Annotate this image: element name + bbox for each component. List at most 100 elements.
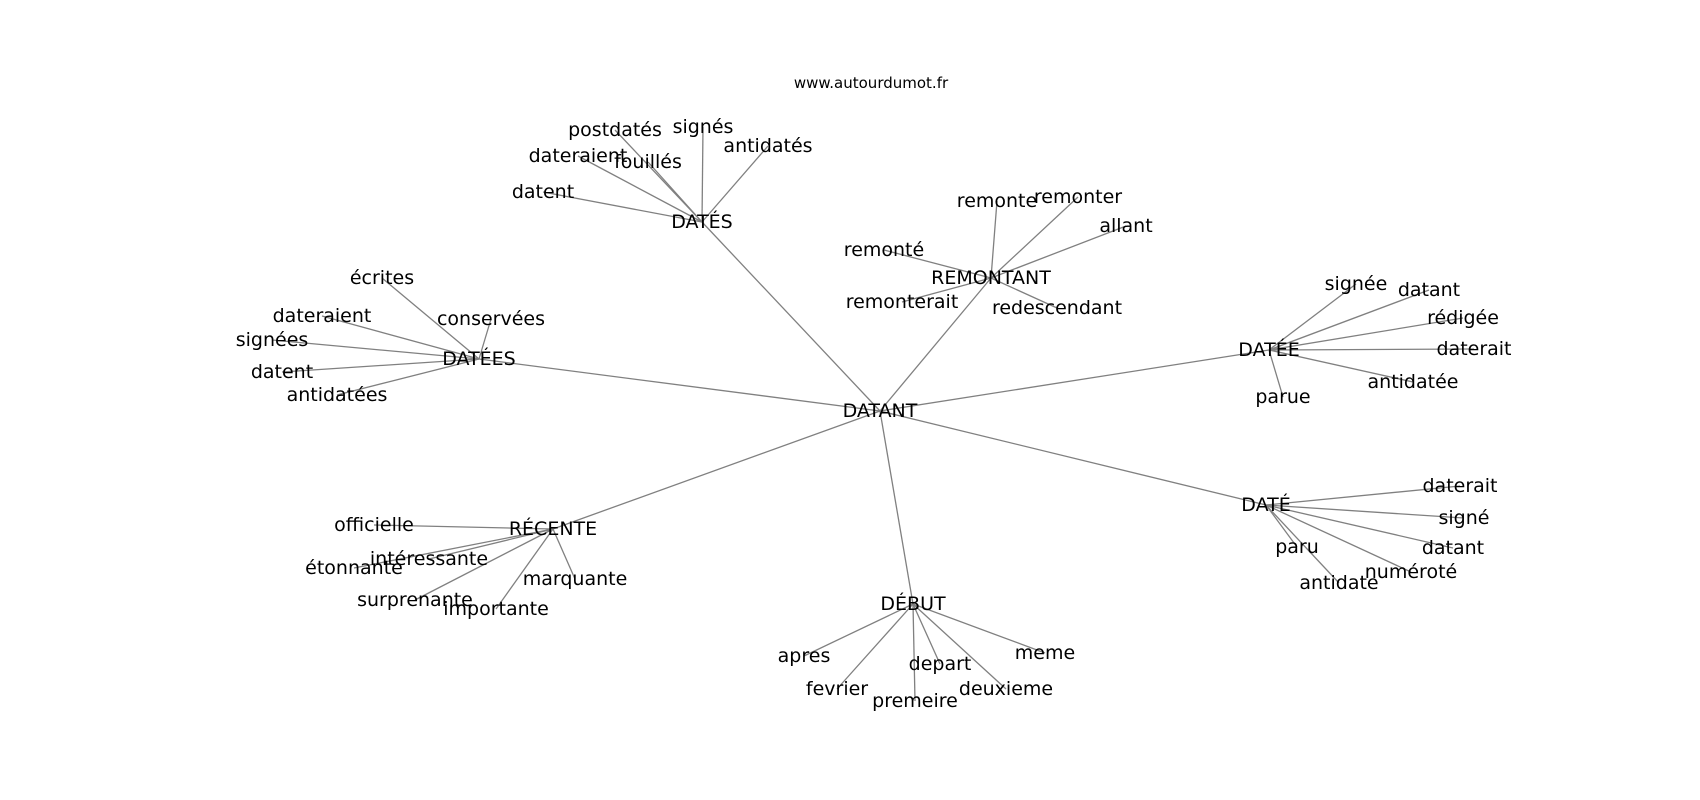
node-leaf-date-datant: datant xyxy=(1422,537,1484,559)
edge-datee-daterait xyxy=(1268,348,1475,351)
edge-datees-dateraient xyxy=(321,315,480,360)
edge-debut-premeire xyxy=(912,603,916,702)
node-leaf-datee-signee: signée xyxy=(1325,273,1388,295)
node-leaf-date-antidate: antidate xyxy=(1299,572,1378,594)
node-leaf-debut-deuxieme: deuxieme xyxy=(959,678,1053,700)
node-leaf-datee-daterait: daterait xyxy=(1436,338,1511,360)
node-leaf-debut-depart: depart xyxy=(909,653,972,675)
node-leaf-date-signe: signé xyxy=(1439,507,1490,529)
edge-debut-meme xyxy=(912,603,1046,654)
node-leaf-datees-datent: datent xyxy=(251,361,313,383)
edge-datee-antidatee xyxy=(1268,349,1414,383)
edge-dates-datent xyxy=(542,191,703,223)
node-leaf-datees-dateraient: dateraient xyxy=(273,305,372,327)
node-leaf-remontant-remonte: remonte xyxy=(957,190,1037,212)
edge-datee-datant xyxy=(1268,289,1430,351)
edge-debut-fevrier xyxy=(836,603,914,690)
node-leaf-datees-ecrites: écrites xyxy=(350,267,414,289)
node-leaf-datee-antidatee: antidatée xyxy=(1368,371,1459,393)
edge-datees-signees xyxy=(271,339,480,360)
edge-date-antidate xyxy=(1265,504,1340,584)
edge-datee-signee xyxy=(1268,283,1357,351)
node-leaf-date-daterait: daterait xyxy=(1422,475,1497,497)
node-leaf-datees-conservees: conservées xyxy=(437,308,545,330)
node-hub-remontant: REMONTANT xyxy=(931,267,1051,289)
node-leaf-remontant-redescendant: redescendant xyxy=(992,297,1122,319)
edge-dates-antidates xyxy=(701,145,769,223)
edge-center-datee xyxy=(879,349,1270,412)
node-leaf-remontant-remonter: remonter xyxy=(1034,186,1122,208)
edge-date-paru xyxy=(1265,504,1298,548)
node-leaf-debut-fevrier: fevrier xyxy=(806,678,868,700)
node-leaf-dates-signes: signés xyxy=(673,116,734,138)
node-leaf-recente-etonnante: étonnante xyxy=(305,557,403,579)
node-leaf-remontant-remonterait: remonterait xyxy=(846,291,959,313)
edge-center-debut xyxy=(879,410,914,605)
node-hub-debut: DÉBUT xyxy=(880,592,946,615)
node-leaf-recente-surprenante: surprenante xyxy=(357,589,473,611)
node-hub-datees: DATÉES xyxy=(442,347,516,370)
node-leaf-datee-datant: datant xyxy=(1398,279,1460,301)
edge-remontant-redescendant xyxy=(990,277,1058,309)
edge-dates-dateraient xyxy=(577,155,703,223)
edge-recente-officielle xyxy=(373,524,554,530)
node-hub-datee: DATÉE xyxy=(1238,338,1299,361)
node-leaf-remontant-allant: allant xyxy=(1099,215,1152,237)
edge-datees-antidatees xyxy=(336,358,480,396)
edge-debut-deuxieme xyxy=(912,603,1007,690)
edge-center-date xyxy=(879,410,1267,506)
node-leaf-remontant-remonte: remonté xyxy=(844,239,924,261)
node-leaf-date-numerote: numéroté xyxy=(1365,561,1457,583)
node-leaf-recente-interessante: intéressante xyxy=(370,548,488,570)
node-leaf-dates-dateraient: dateraient xyxy=(529,145,628,167)
node-leaf-datees-antidatees: antidatées xyxy=(287,384,388,406)
edge-center-recente xyxy=(552,410,881,530)
edge-debut-apres xyxy=(803,603,914,657)
edge-remontant-remonterait xyxy=(901,277,992,303)
node-leaf-recente-importante: importante xyxy=(443,598,549,620)
edge-datees-ecrites xyxy=(381,277,480,360)
edge-debut-depart xyxy=(912,603,941,665)
edge-remontant-remonte xyxy=(990,200,998,279)
edge-dates-fouilles xyxy=(647,161,703,223)
edge-recente-surprenante xyxy=(414,528,554,601)
node-leaf-debut-apres: apres xyxy=(778,645,831,667)
node-leaf-datee-redigee: rédigée xyxy=(1427,307,1499,329)
edge-recente-marquante xyxy=(552,528,576,580)
node-leaf-debut-premeire: premeire xyxy=(872,690,958,712)
node-leaf-recente-officielle: officielle xyxy=(334,514,414,536)
edge-remontant-allant xyxy=(990,225,1127,279)
node-leaf-recente-marquante: marquante xyxy=(523,568,628,590)
node-leaf-debut-meme: meme xyxy=(1015,642,1075,664)
edge-recente-importante xyxy=(495,528,554,610)
node-hub-date: DATÉ xyxy=(1241,493,1290,516)
edge-date-daterait xyxy=(1265,485,1461,506)
node-leaf-datee-parue: parue xyxy=(1255,386,1310,408)
node-hub-dates: DATÉS xyxy=(671,210,733,233)
edge-dates-signes xyxy=(701,126,704,223)
source-url: www.autourdumot.fr xyxy=(794,74,949,92)
edge-center-remontant xyxy=(879,277,992,412)
graph-edges xyxy=(271,126,1475,702)
edge-datees-datent xyxy=(281,358,480,373)
edge-datee-redigee xyxy=(1268,317,1464,351)
edge-datees-conservees xyxy=(478,318,492,360)
edge-date-numerote xyxy=(1265,504,1412,573)
edge-remontant-remonte xyxy=(883,249,992,279)
edge-recente-etonnante xyxy=(353,528,554,569)
edge-recente-interessante xyxy=(428,528,554,560)
node-leaf-dates-antidates: antidatés xyxy=(723,135,812,157)
node-leaf-dates-fouilles: fouillés xyxy=(614,151,682,173)
node-leaf-datees-signees: signées xyxy=(236,329,309,351)
node-center: DATANT xyxy=(843,400,918,422)
node-leaf-dates-postdates: postdatés xyxy=(568,119,662,141)
node-leaf-dates-datent: datent xyxy=(512,181,574,203)
edge-remontant-remonter xyxy=(990,196,1079,279)
edge-date-signe xyxy=(1265,504,1465,519)
edge-center-datees xyxy=(478,358,881,412)
edge-datee-parue xyxy=(1268,349,1284,398)
edge-date-datant xyxy=(1265,504,1454,549)
node-leaf-date-paru: paru xyxy=(1275,536,1319,558)
